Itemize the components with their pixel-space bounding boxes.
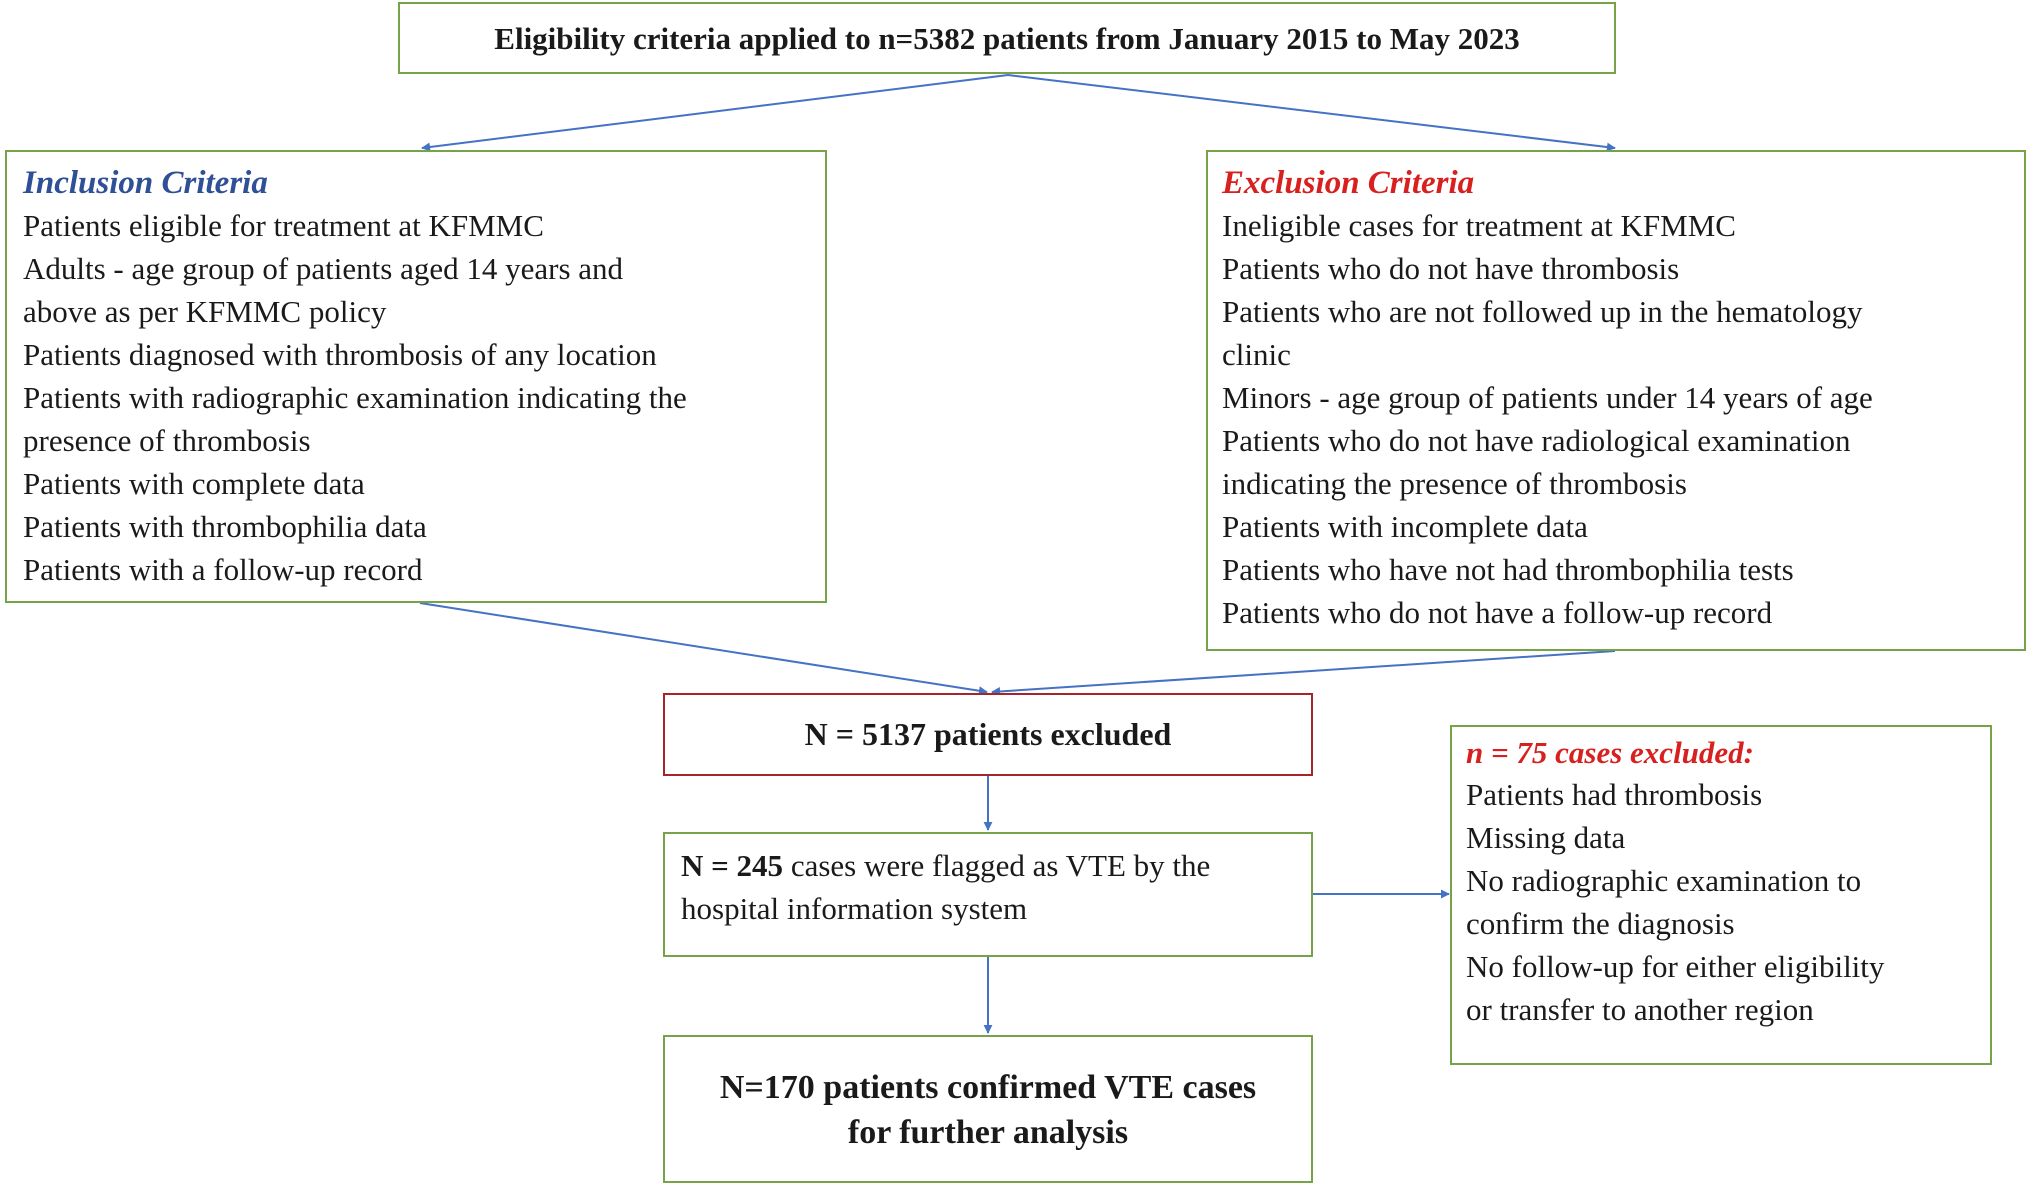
exclusion-line: Patients who do not have radiological ex…: [1222, 423, 1851, 458]
eligibility-title: Eligibility criteria applied to n=5382 p…: [494, 21, 1520, 56]
removed-line: confirm the diagnosis: [1466, 906, 1735, 941]
final-line-2: for further analysis: [847, 1114, 1129, 1151]
inclusion-line: Adults - age group of patients aged 14 y…: [23, 251, 624, 286]
eligibility-box: Eligibility criteria applied to n=5382 p…: [398, 2, 1616, 74]
inclusion-line: Patients with radiographic examination i…: [23, 380, 687, 415]
exclusion-line: Patients who do not have a follow-up rec…: [1222, 595, 1773, 630]
removed-line: Missing data: [1466, 820, 1626, 855]
final-line-1: N=170 patients confirmed VTE cases: [719, 1069, 1257, 1106]
flagged-line-1-rest: cases were flagged as VTE by the: [783, 848, 1211, 883]
exclusion-line: indicating the presence of thrombosis: [1222, 466, 1687, 501]
exclusion-line: clinic: [1222, 337, 1291, 372]
exclusion-line: Ineligible cases for treatment at KFMMC: [1222, 208, 1736, 243]
inclusion-line: Patients with complete data: [23, 466, 365, 501]
removed-line: Patients had thrombosis: [1466, 777, 1763, 812]
exclusion-line: Patients who are not followed up in the …: [1222, 294, 1863, 329]
removed-title: n = 75 cases excluded:: [1466, 735, 1755, 770]
arrow-top-to-exclusion: [1007, 74, 1616, 152]
removed-line: No follow-up for either eligibility: [1466, 949, 1885, 984]
flagged-box: N = 245 cases were flagged as VTE by the…: [663, 832, 1313, 957]
inclusion-box: Inclusion Criteria Patients eligible for…: [5, 150, 827, 603]
excluded-text: N = 5137 patients excluded: [804, 716, 1172, 752]
removed-line: or transfer to another region: [1466, 992, 1814, 1027]
removed-box: n = 75 cases excluded: Patients had thro…: [1450, 725, 1992, 1065]
inclusion-title: Inclusion Criteria: [23, 165, 268, 201]
flagged-line-1: N = 245 cases were flagged as VTE by the: [681, 844, 1311, 887]
exclusion-box: Exclusion Criteria Ineligible cases for …: [1206, 150, 2026, 651]
inclusion-line: Patients diagnosed with thrombosis of an…: [23, 337, 657, 372]
exclusion-title: Exclusion Criteria: [1222, 165, 1475, 201]
flagged-count: N = 245: [681, 848, 784, 883]
removed-line: No radiographic examination to: [1466, 863, 1862, 898]
arrow-exclusion-to-excluded: [991, 650, 1616, 696]
exclusion-line: Patients with incomplete data: [1222, 509, 1588, 544]
inclusion-line: Patients with a follow-up record: [23, 552, 423, 587]
exclusion-line: Patients who have not had thrombophilia …: [1222, 552, 1794, 587]
flagged-line-2: hospital information system: [681, 891, 1028, 926]
excluded-box: N = 5137 patients excluded: [663, 693, 1313, 776]
exclusion-line: Minors - age group of patients under 14 …: [1222, 380, 1873, 415]
inclusion-line: Patients eligible for treatment at KFMMC: [23, 208, 544, 243]
arrow-inclusion-to-excluded: [419, 602, 988, 696]
exclusion-line: Patients who do not have thrombosis: [1222, 251, 1680, 286]
final-box: N=170 patients confirmed VTE cases for f…: [663, 1035, 1313, 1183]
arrow-top-to-inclusion: [421, 74, 1009, 152]
inclusion-line: presence of thrombosis: [23, 423, 311, 458]
inclusion-line: Patients with thrombophilia data: [23, 509, 427, 544]
inclusion-line: above as per KFMMC policy: [23, 294, 387, 329]
